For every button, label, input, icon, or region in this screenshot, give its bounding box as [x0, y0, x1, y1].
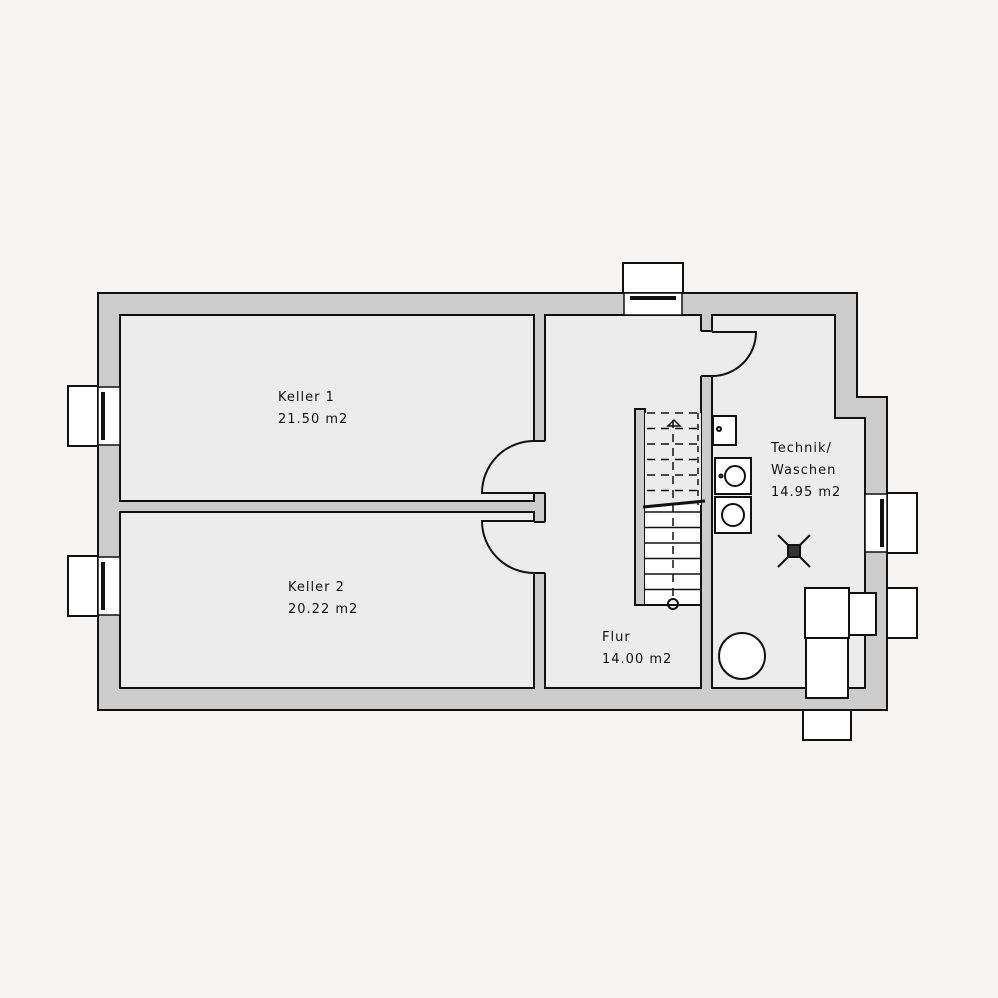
label-flur-area: 14.00 m2 [602, 652, 672, 667]
label-keller-2-area: 20.22 m2 [288, 602, 358, 617]
label-keller-2-name: Keller 2 [288, 580, 345, 595]
storage-unit [805, 637, 849, 699]
room-keller-1 [119, 314, 535, 502]
boiler [804, 587, 850, 639]
door-technik [711, 331, 758, 377]
staircase [634, 408, 706, 610]
label-keller-1-name: Keller 1 [278, 390, 335, 405]
label-flur-name: Flur [602, 630, 631, 645]
sink [712, 415, 737, 446]
water-tank [718, 632, 766, 680]
dryer [714, 496, 752, 534]
label-keller-1-area: 21.50 m2 [278, 412, 348, 427]
doors [480, 331, 758, 574]
door-keller-1 [480, 440, 535, 494]
label-technik-area: 14.95 m2 [771, 485, 841, 500]
label-technik-name-2: Waschen [771, 463, 836, 478]
room-keller-2 [119, 511, 535, 689]
label-technik-name-1: Technik/ [770, 441, 832, 456]
fixtures [712, 415, 877, 699]
boiler-unit [848, 592, 877, 636]
door-keller-2 [480, 520, 535, 574]
floor-drain-icon [777, 534, 811, 568]
